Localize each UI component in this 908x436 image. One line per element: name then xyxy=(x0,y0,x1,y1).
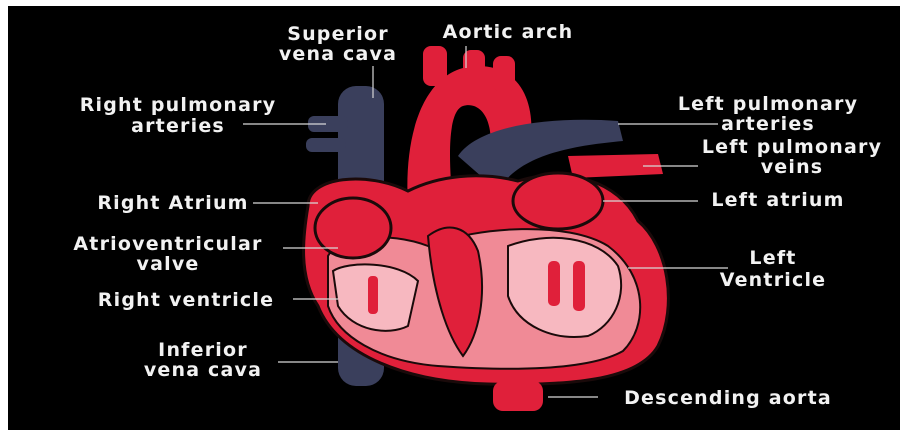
right-pulmonary-artery-shape-2 xyxy=(306,138,346,152)
label-left-pulmonary-veins: Left pulmonary xyxy=(702,136,882,158)
label-left-pulmonary-arteries: Left pulmonary xyxy=(678,93,858,115)
right-atrium-shape xyxy=(315,198,391,258)
label-left-ventricle: Left xyxy=(749,247,796,269)
papillary-muscle-shape-3 xyxy=(368,276,378,314)
papillary-muscle-shape xyxy=(548,261,560,306)
label-right-pulmonary-arteries: arteries xyxy=(131,115,225,137)
label-descending-aorta: Descending aorta xyxy=(624,387,832,409)
heart-illustration: Superior vena cava Aortic arch Right pul… xyxy=(8,6,900,430)
left-atrium-shape xyxy=(513,173,603,229)
label-aortic-arch: Aortic arch xyxy=(443,21,574,43)
label-inferior-vena-cava: vena cava xyxy=(144,359,262,381)
label-right-pulmonary-arteries: Right pulmonary xyxy=(80,94,277,116)
label-left-ventricle: Ventricle xyxy=(720,269,827,291)
label-right-ventricle: Right ventricle xyxy=(98,289,274,311)
label-left-pulmonary-arteries: arteries xyxy=(721,113,815,135)
aortic-branch-shape xyxy=(423,46,447,86)
heart-diagram: Superior vena cava Aortic arch Right pul… xyxy=(8,6,900,430)
descending-aorta-shape xyxy=(493,381,543,411)
label-inferior-vena-cava: Inferior xyxy=(158,339,248,361)
aortic-branch-shape-3 xyxy=(493,56,515,92)
label-left-atrium: Left atrium xyxy=(711,189,844,211)
label-left-pulmonary-veins: veins xyxy=(761,156,824,178)
label-superior-vena-cava: Superior xyxy=(287,23,389,45)
label-right-atrium: Right Atrium xyxy=(97,192,248,214)
label-atrioventricular-valve: valve xyxy=(137,253,200,275)
papillary-muscle-shape-2 xyxy=(573,261,585,311)
label-atrioventricular-valve: Atrioventricular xyxy=(73,233,262,255)
label-superior-vena-cava: vena cava xyxy=(279,43,397,65)
